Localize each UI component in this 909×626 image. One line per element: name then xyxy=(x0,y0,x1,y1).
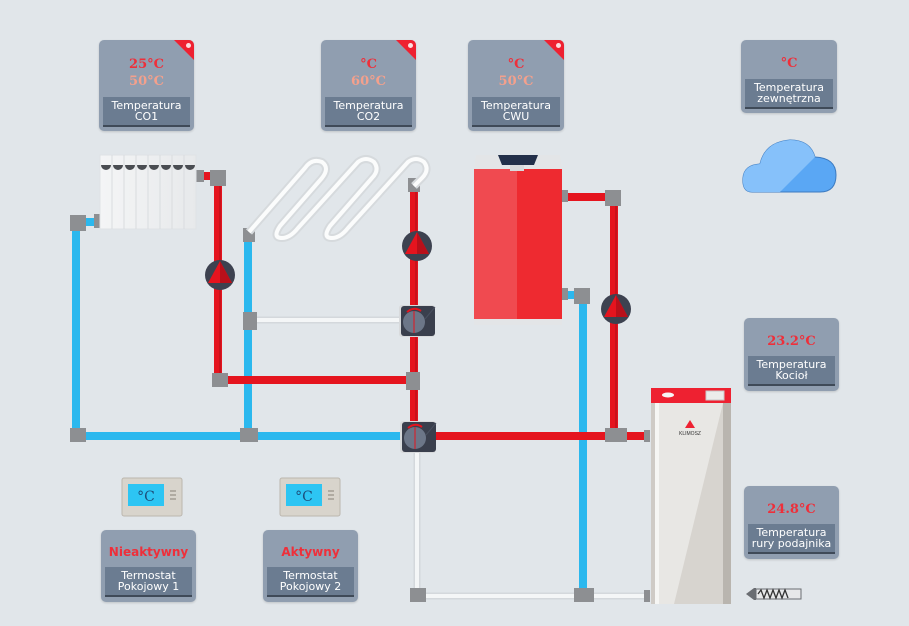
mixing-valve-icon xyxy=(399,305,436,337)
current-temperature: 25°C xyxy=(129,57,164,72)
svg-text:°C: °C xyxy=(137,489,155,505)
elbow-fitting xyxy=(574,288,590,304)
current-temperature: °C xyxy=(507,57,525,72)
tee-fitting xyxy=(605,428,627,442)
elbow-fitting xyxy=(70,428,86,442)
screw-feeder-icon xyxy=(746,588,802,600)
tee-fitting xyxy=(406,372,420,390)
setpoint-temperature: 60°C xyxy=(351,74,386,89)
tee-fitting xyxy=(243,312,257,330)
room-thermostat-1-icon: °C xyxy=(121,477,183,517)
room-thermostat-2-icon: °C xyxy=(279,477,341,517)
circulation-pump-icon xyxy=(402,231,432,261)
mixing-valve-icon xyxy=(400,421,437,453)
current-temperature: °C xyxy=(360,57,377,72)
boiler-brand: KLIMOSZ xyxy=(679,431,701,437)
pipe-cap xyxy=(196,170,204,182)
elbow-fitting xyxy=(605,190,621,206)
current-temperature: 24.8°C xyxy=(767,502,816,517)
current-temperature: °C xyxy=(780,56,798,71)
elbow-fitting xyxy=(70,215,86,231)
current-temperature: 23.2°C xyxy=(767,334,816,349)
setpoint-temperature: 50°C xyxy=(498,74,534,89)
thermostat-status: Aktywny xyxy=(281,545,340,559)
elbow-fitting xyxy=(212,373,228,387)
tee-fitting xyxy=(574,588,594,602)
pipe-cap xyxy=(644,590,650,602)
pipe-fittings xyxy=(70,170,650,602)
pipe-cap xyxy=(644,430,650,442)
svg-text:°C: °C xyxy=(295,489,313,505)
hot-water-tank-icon xyxy=(474,155,562,325)
pipe-cap xyxy=(94,214,100,228)
thermostat-status: Nieaktywny xyxy=(108,545,189,559)
cloud-icon xyxy=(742,139,837,193)
elbow-fitting xyxy=(410,588,426,602)
circulation-pump-icon xyxy=(601,294,631,324)
elbow-fitting xyxy=(210,170,226,186)
pipe-cap xyxy=(562,190,568,202)
radiator-icon xyxy=(99,154,197,230)
tee-fitting xyxy=(240,428,258,442)
underfloor-heating-icon xyxy=(245,155,431,242)
circulation-pump-icon xyxy=(205,260,235,290)
boiler-logo-icon xyxy=(685,420,695,428)
boiler-icon[interactable]: KLIMOSZ xyxy=(651,388,731,604)
pipe-cap xyxy=(562,288,568,300)
setpoint-temperature: 50°C xyxy=(129,74,164,89)
